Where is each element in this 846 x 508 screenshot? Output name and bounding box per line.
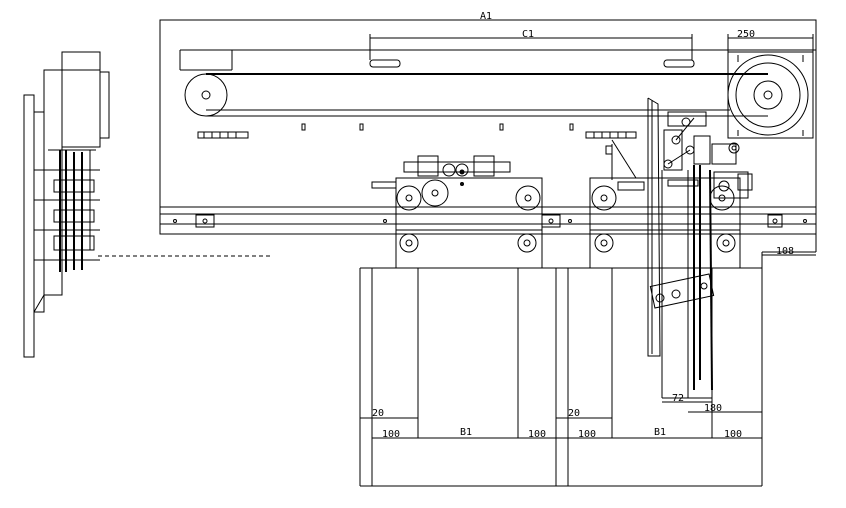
- door-panels: [359, 234, 817, 487]
- beam-fixings: [197, 123, 637, 186]
- header-beam: [159, 19, 817, 235]
- right-hanger: [589, 177, 741, 269]
- door-vane-assembly: [647, 97, 753, 399]
- dim-100-1: 100: [382, 429, 400, 440]
- dim-b1-left: B1: [460, 427, 472, 438]
- dimension-lines: [360, 34, 816, 439]
- dim-20-right: 20: [568, 408, 580, 419]
- dim-250: 250: [737, 29, 755, 40]
- dim-100-3: 100: [578, 429, 596, 440]
- dim-180: 180: [704, 403, 722, 414]
- dimension-labels: A1 C1 250 108 72 180 20 20 100 B1 100 10…: [372, 11, 794, 440]
- dim-100-4: 100: [724, 429, 742, 440]
- dim-108: 108: [776, 246, 794, 257]
- dim-100-2: 100: [528, 429, 546, 440]
- dim-72: 72: [672, 393, 684, 404]
- door-coupler: [371, 155, 511, 189]
- motor-unit: [727, 51, 814, 139]
- drive-belt: [184, 73, 768, 117]
- left-hanger: [395, 177, 543, 269]
- dim-a1: A1: [480, 11, 492, 22]
- side-view: [23, 51, 270, 358]
- dim-20-left: 20: [372, 408, 384, 419]
- dim-c1: C1: [522, 29, 534, 40]
- dim-b1-right: B1: [654, 427, 666, 438]
